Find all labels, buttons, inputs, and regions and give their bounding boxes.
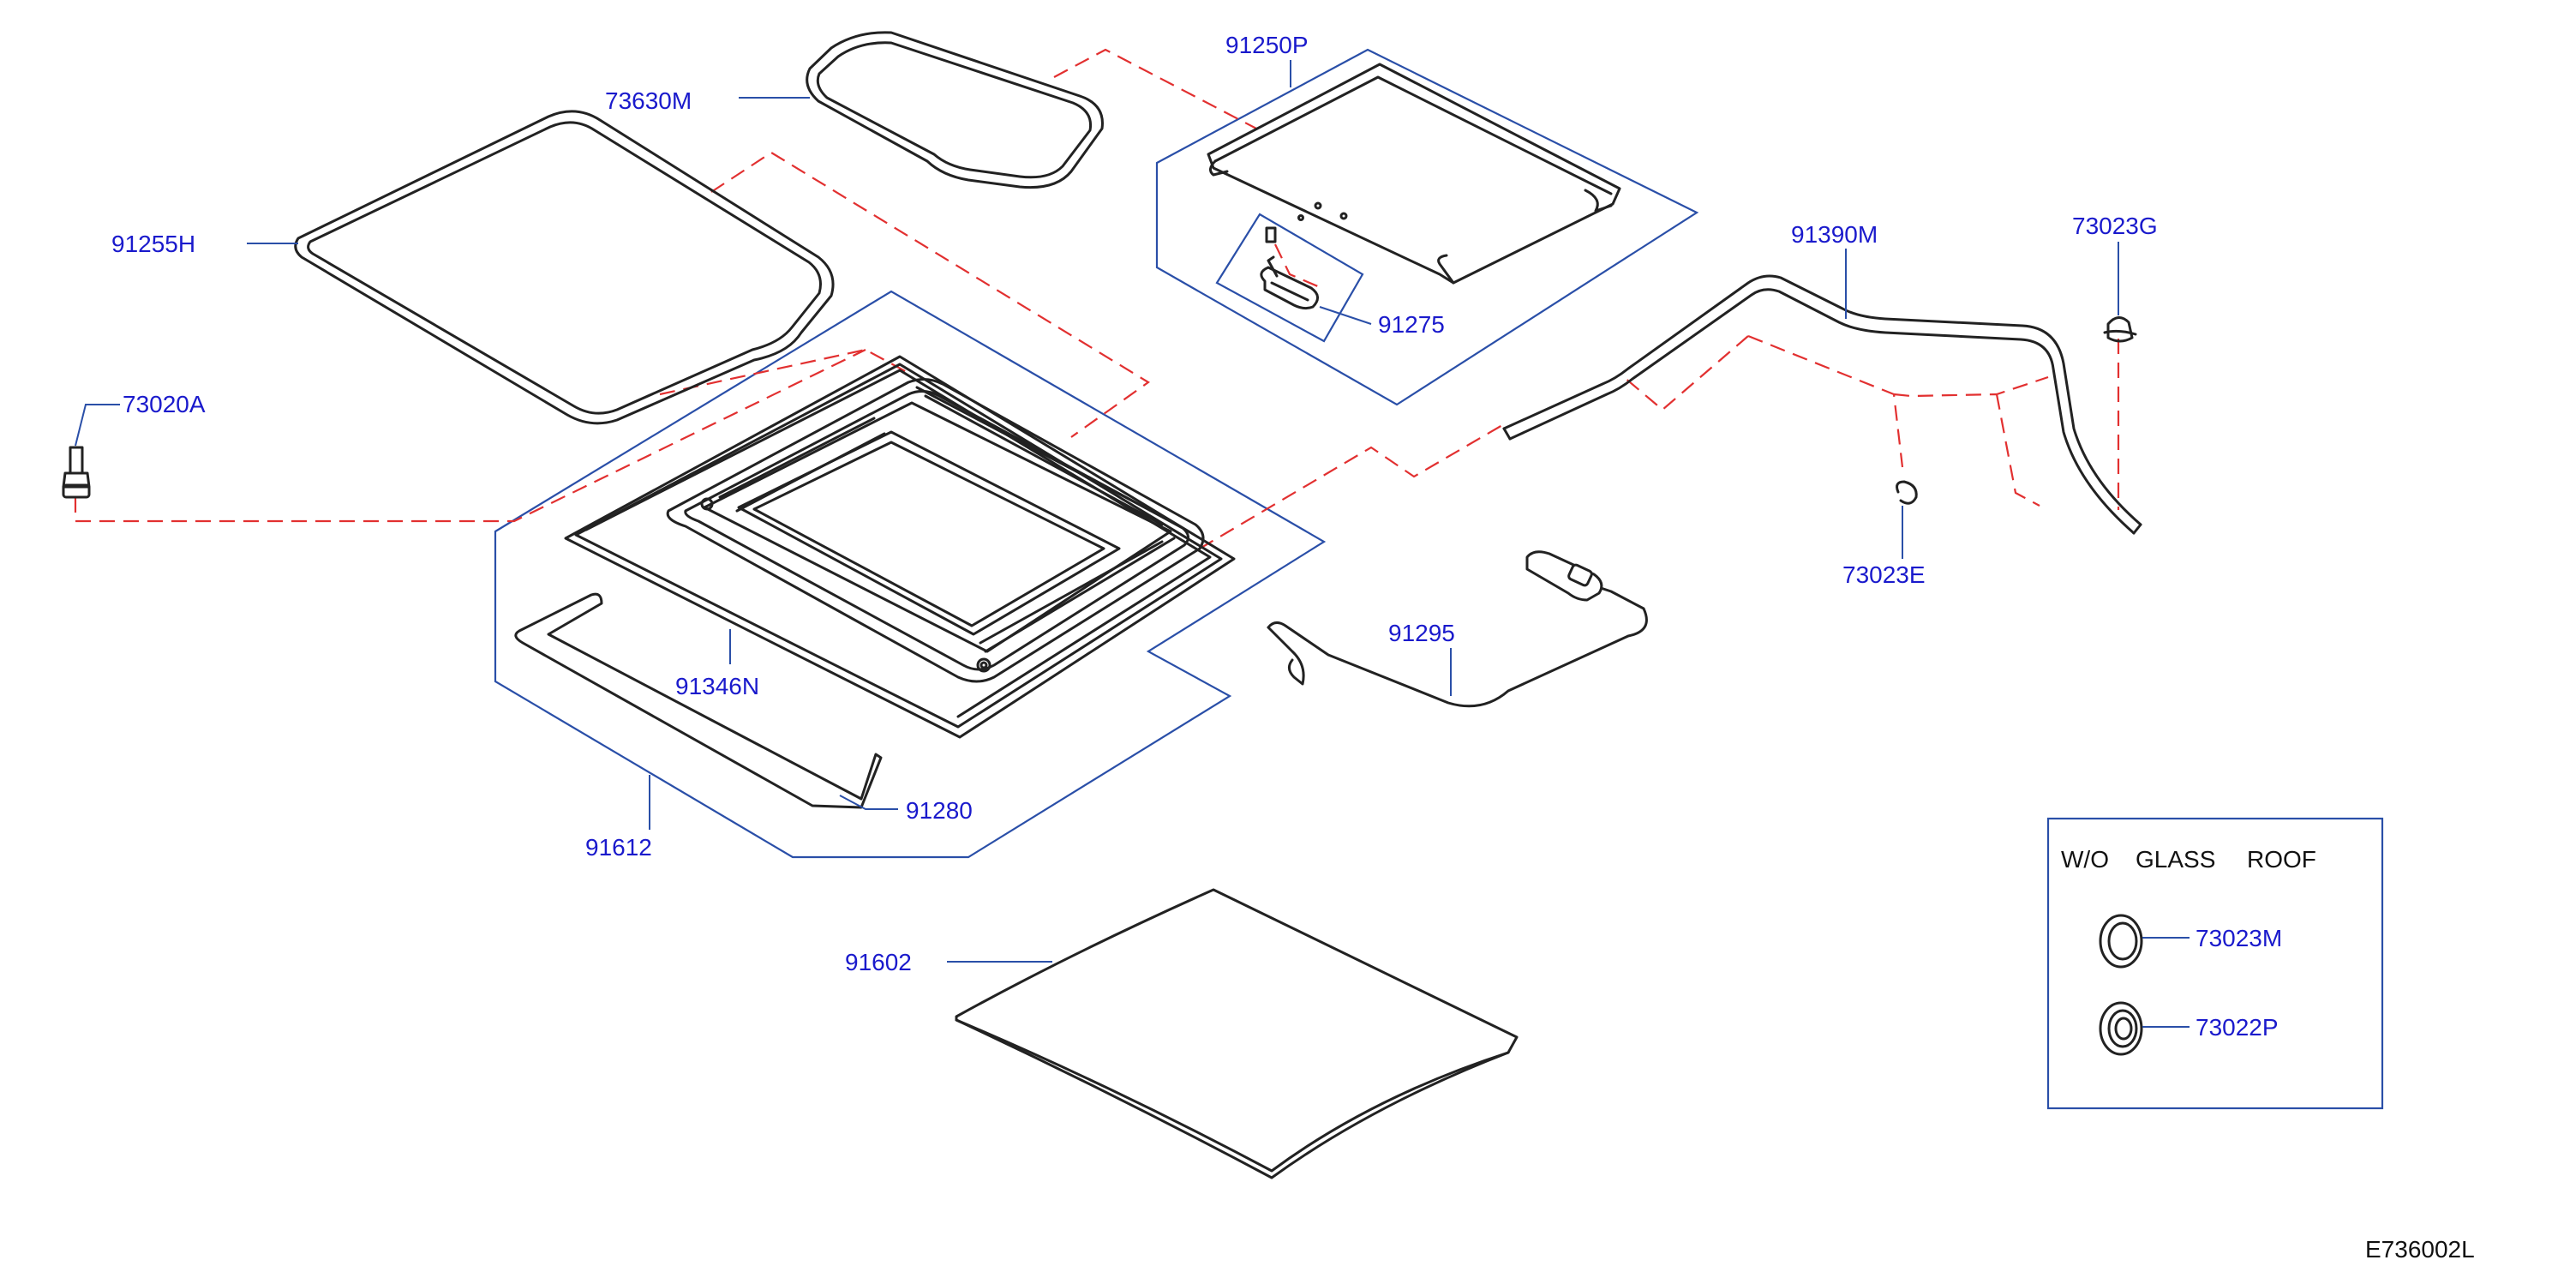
dash-line-73020A xyxy=(74,349,866,523)
inset-title-glass: GLASS xyxy=(2136,846,2215,873)
dash-line-73630M xyxy=(1053,48,1261,131)
label-73022P: 73022P xyxy=(2196,1014,2279,1041)
label-91255H: 91255H xyxy=(111,231,195,257)
dash-line-91390M xyxy=(1199,421,1509,549)
inset-box xyxy=(2046,817,2384,1110)
part-91250P-sunshade xyxy=(1207,63,1621,285)
label-91250P: 91250P xyxy=(1225,32,1309,58)
part-91275-handle xyxy=(1260,226,1319,310)
label-73023M: 73023M xyxy=(2196,925,2282,951)
dash-line-91255H xyxy=(710,151,1150,438)
label-91346N: 91346N xyxy=(675,673,759,699)
part-73020A-bolt xyxy=(62,446,91,499)
label-73020A: 73020A xyxy=(123,391,206,417)
label-91390M: 91390M xyxy=(1791,221,1878,248)
part-73022P-grommet xyxy=(2099,1001,2143,1056)
dash-line-frame-corner xyxy=(659,348,909,396)
label-73023E: 73023E xyxy=(1842,561,1926,588)
dash-line-91390M-clips xyxy=(1623,334,2049,507)
group-outline-91275 xyxy=(1215,213,1364,343)
group-outline-91250P xyxy=(1155,48,1699,406)
leader-91280 xyxy=(839,795,898,810)
group-outline-91612 xyxy=(494,290,1327,859)
part-91602-roof-panel xyxy=(955,888,1519,1179)
label-73023G: 73023G xyxy=(2072,213,2158,239)
leader-91275 xyxy=(1319,306,1372,325)
label-91295: 91295 xyxy=(1388,620,1455,646)
dash-line-91275 xyxy=(1274,243,1321,289)
part-91255H-seal xyxy=(294,110,835,425)
label-91612: 91612 xyxy=(585,834,652,861)
part-91612-frame xyxy=(564,355,1236,739)
label-91602: 91602 xyxy=(845,949,912,975)
inset-title-roof: ROOF xyxy=(2247,846,2316,873)
part-91280-trim xyxy=(514,592,883,809)
part-91390M-drain-hose xyxy=(1502,274,2142,535)
label-91280: 91280 xyxy=(906,797,973,824)
label-73630M: 73630M xyxy=(605,87,692,114)
part-91295-harness xyxy=(1267,550,1648,708)
part-73023G-grommet xyxy=(2103,316,2137,343)
inset-title-wo: W/O xyxy=(2061,846,2109,873)
diagram-id: E736002L xyxy=(2365,1236,2475,1263)
label-91275: 91275 xyxy=(1378,311,1445,338)
part-73023M-grommet xyxy=(2099,914,2143,969)
part-73023E-clip xyxy=(1896,480,1918,505)
leader-73020A xyxy=(75,404,120,447)
part-73630M-seal xyxy=(806,31,1104,189)
